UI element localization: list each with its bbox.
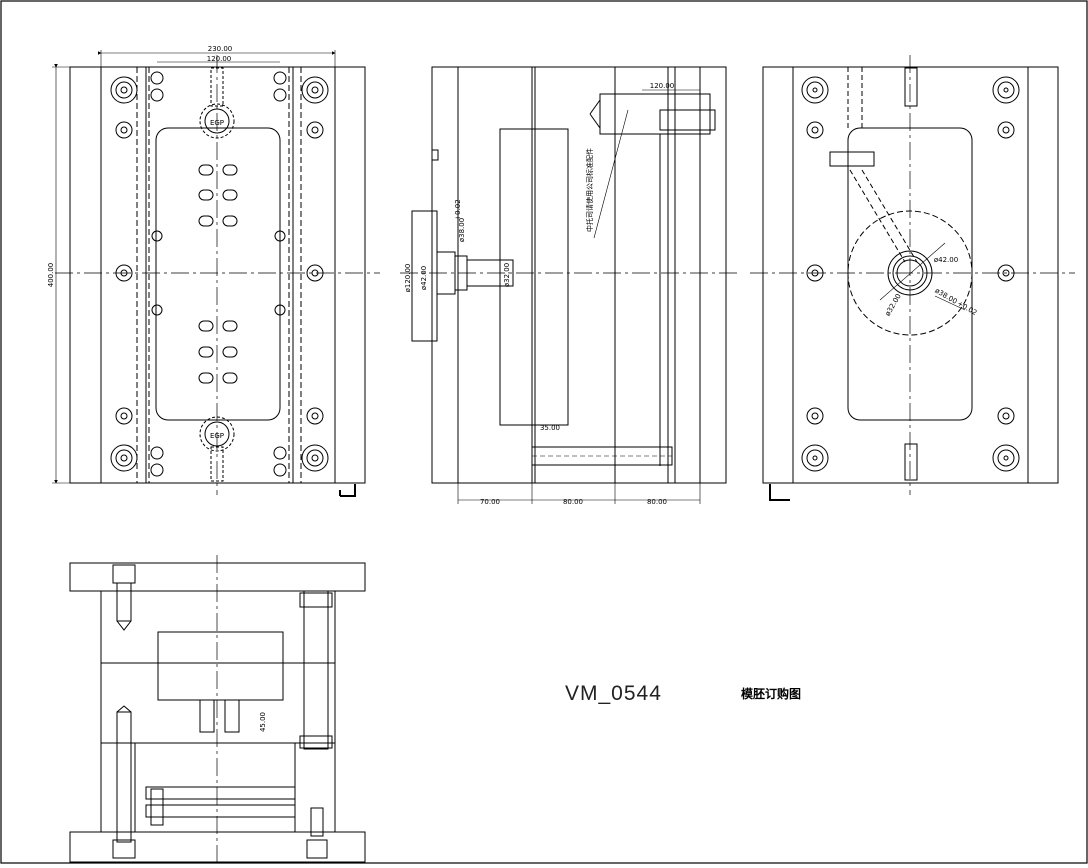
- top-view: [52, 50, 380, 497]
- front-section-view: [69, 555, 366, 863]
- drawing-title-cn: 模胚订购图: [741, 686, 801, 701]
- guide-bush-holes: [110, 76, 329, 472]
- side-note-cn: 中托司请使用公司标准配件: [585, 148, 594, 232]
- side-top-dim: 120.00: [650, 82, 675, 90]
- bottom-dia-42: ø42.00: [934, 256, 958, 264]
- top-width-dim: 230.00: [208, 45, 233, 53]
- side-dia-38-tol: +0.02: [454, 199, 462, 220]
- side-bottom-dim-1: 70.00: [480, 498, 500, 506]
- side-bottom-dim-2: 80.00: [563, 498, 583, 506]
- egp-label-top: EGP: [210, 119, 224, 127]
- bottom-dia-38: ø38.00: [933, 287, 958, 306]
- side-bottom-dim-3: 80.00: [647, 498, 667, 506]
- side-dia-120: ø120.00: [404, 264, 412, 293]
- top-height-dim: 400.00: [47, 263, 55, 288]
- bottom-view: [750, 55, 1075, 501]
- bottom-dia-38-tol: +0.02: [956, 299, 979, 317]
- side-dia-32: ø32.00: [503, 263, 511, 287]
- egp-label-bottom: EGP: [210, 432, 224, 440]
- side-dia-38: ø38.00: [458, 218, 466, 242]
- top-inner-dim: 120.00: [207, 55, 232, 63]
- bottom-dia-32: ø32.00: [884, 292, 903, 317]
- side-view: [400, 66, 740, 504]
- drawing-code: VM_0544: [565, 682, 662, 705]
- side-dia-42: ø42.00: [420, 266, 428, 290]
- side-depth-dim: 35.00: [540, 424, 560, 432]
- front-dim-45: 45.00: [259, 712, 267, 732]
